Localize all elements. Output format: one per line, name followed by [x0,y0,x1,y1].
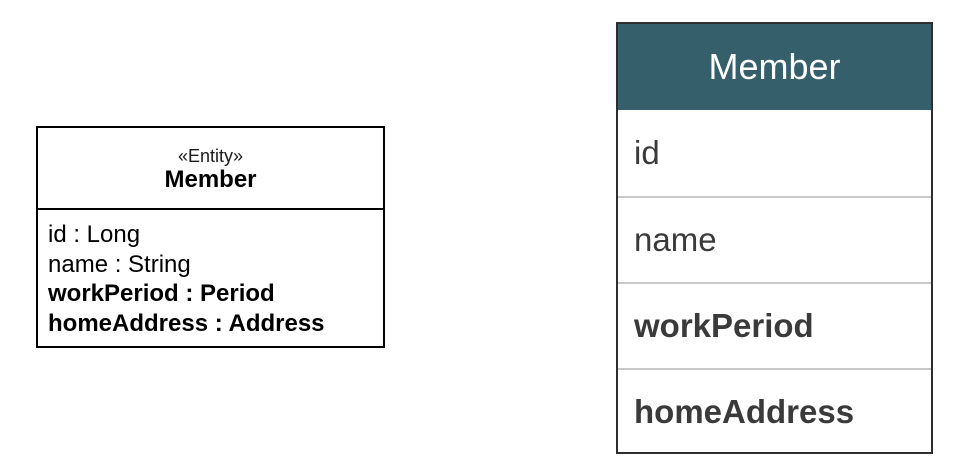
uml-attribute-name: name : String [48,250,191,278]
uml-attribute-home-address: homeAddress : Address [48,309,325,337]
table-row-name: name [618,196,931,282]
uml-stereotype: «Entity» [177,146,244,166]
uml-attributes-compartment: id : Long name : String workPeriod : Per… [38,210,383,338]
uml-attribute-id: id : Long [48,221,141,248]
uml-class-header: «Entity» Member [38,128,383,210]
entity-table: Member id name workPeriod homeAddress [616,22,933,454]
uml-attribute-work-period: workPeriod : Period [48,280,275,307]
uml-class-name: Member [164,166,257,193]
table-row-work-period: workPeriod [618,282,931,368]
uml-class-box: «Entity» Member id : Long name : String … [36,126,385,348]
table-row-home-address: homeAddress [618,368,931,452]
table-row-id: id [634,134,660,171]
entity-table-title: Member [618,24,931,110]
